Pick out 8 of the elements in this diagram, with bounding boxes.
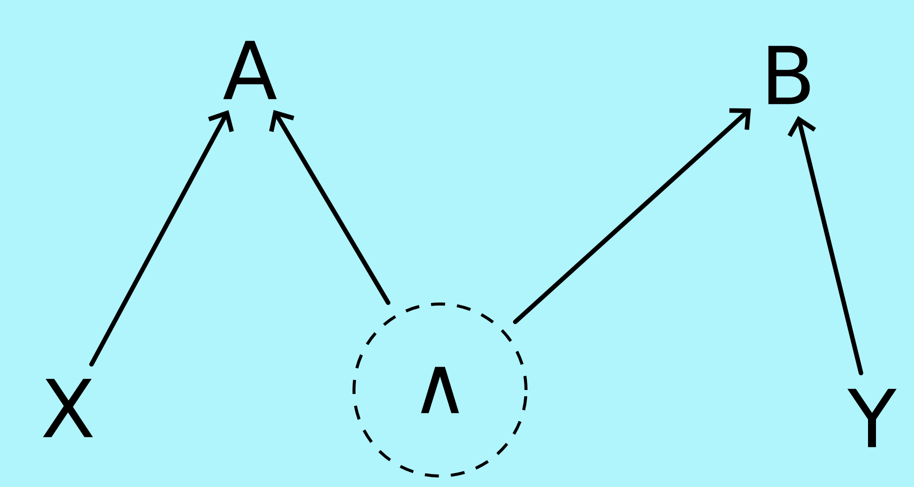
letter-label: B <box>768 46 810 104</box>
arrow <box>269 110 390 305</box>
arrow <box>788 116 864 376</box>
letter-label: A <box>223 40 277 100</box>
arrow <box>513 108 751 324</box>
letter-label: Y <box>847 388 897 448</box>
letter-label: X <box>43 378 93 438</box>
arrow <box>89 110 234 367</box>
